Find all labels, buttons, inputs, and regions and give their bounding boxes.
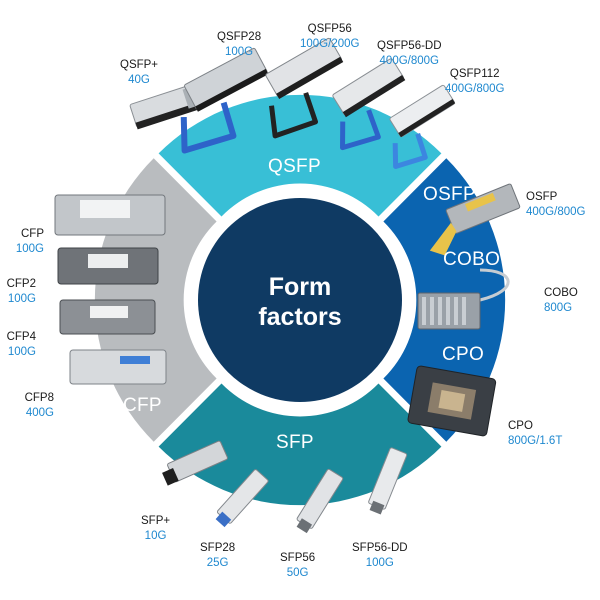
qsfp28-module-image [180, 47, 269, 154]
center-title: Form factors [200, 272, 400, 332]
cobo-segment-label: COBO [443, 249, 501, 270]
cpo-label: CPO 800G/1.6T [508, 420, 563, 447]
cobo-label: COBO 800G [544, 287, 578, 314]
sfp-segment [158, 383, 442, 506]
qsfp28-label: QSFP28 100G [217, 31, 262, 58]
sfp28-label: SFP28 25G [200, 542, 236, 569]
sfp56-dd-module-image [368, 447, 408, 515]
center-title-line-2: factors [258, 303, 342, 331]
cfp-label: CFP 100G [15, 228, 44, 255]
qsfp112-label: QSFP112 400G/800G [445, 68, 505, 95]
cpo-segment-label: CPO [442, 344, 485, 365]
cfp4-label: CFP4 100G [6, 331, 36, 358]
cfp-module-image [54, 194, 166, 236]
qsfp-segment-label: QSFP [268, 156, 321, 177]
qsfp56-module-image [265, 37, 344, 139]
qsfp112-module-image [389, 84, 456, 169]
qsfp56-dd-label: QSFP56-DD 400G/800G [377, 40, 442, 67]
osfp-label: OSFP 400G/800G [526, 191, 586, 218]
sfp56-dd-label: SFP56-DD 100G [352, 542, 408, 569]
sfp-segment-label: SFP [276, 432, 314, 453]
cfp2-module-image [57, 247, 159, 285]
cfp8-module-image [69, 349, 167, 385]
sfp56-module-image [296, 468, 344, 534]
qsfp-plus-label: QSFP+ 40G [120, 59, 159, 86]
sfp-plus-module-image [162, 440, 228, 486]
qsfp56-dd-module-image [332, 58, 406, 151]
cfp4-module-image [59, 299, 156, 335]
cobo-module-image [417, 268, 510, 330]
qsfp56-label: QSFP56 100G/200G [300, 23, 360, 50]
center-title-line-1: Form [268, 273, 332, 301]
cpo-module-image [407, 365, 497, 437]
sfp-plus-label: SFP+ 10G [141, 515, 171, 542]
cfp2-label: CFP2 100G [6, 278, 36, 305]
sfp56-label: SFP56 50G [280, 552, 316, 579]
sfp28-module-image [215, 469, 269, 528]
osfp-module-image [429, 183, 521, 256]
cfp-segment-label: CFP [123, 395, 162, 416]
cfp8-label: CFP8 400G [24, 392, 54, 419]
center-hub [198, 198, 402, 402]
osfp-segment-label: OSFP [423, 184, 476, 205]
